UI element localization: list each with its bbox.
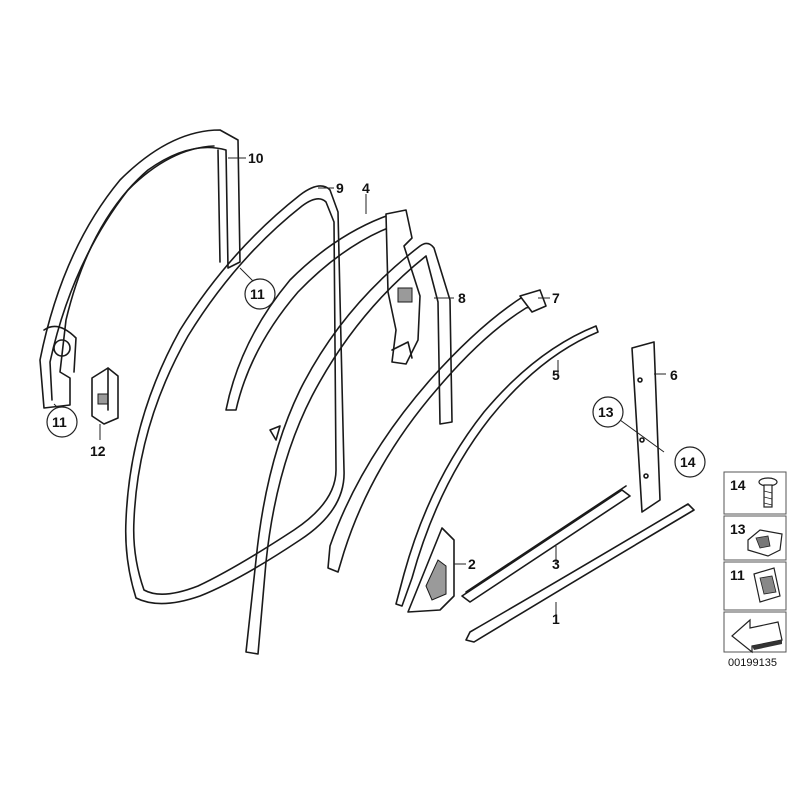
callout-2: 2 bbox=[468, 556, 476, 572]
legend-label-13: 13 bbox=[730, 521, 746, 537]
callout-11-circle-a bbox=[244, 278, 276, 310]
callout-10: 10 bbox=[248, 150, 264, 166]
part-12-bracket bbox=[91, 367, 119, 425]
callout-11-b: 11 bbox=[52, 414, 67, 430]
callout-5: 5 bbox=[552, 367, 560, 383]
callouts: 10 9 4 8 7 5 6 2 3 1 12 11 11 13 14 bbox=[46, 150, 706, 627]
part-10-door-frame-seal bbox=[39, 129, 241, 409]
callout-3: 3 bbox=[552, 556, 560, 572]
part-1-weather-strip bbox=[465, 503, 695, 643]
callout-11-a: 11 bbox=[250, 286, 265, 302]
screw-icon bbox=[758, 477, 778, 508]
legend-label-14: 14 bbox=[730, 477, 746, 493]
callout-7: 7 bbox=[552, 290, 560, 306]
part-6-b-pillar-trim bbox=[631, 341, 661, 513]
callout-6: 6 bbox=[670, 367, 678, 383]
legend-label-11: 11 bbox=[730, 567, 745, 583]
clip-nut-icon bbox=[747, 529, 783, 557]
callout-8: 8 bbox=[458, 290, 466, 306]
part-7-glass-run bbox=[327, 289, 547, 573]
direction-arrow-icon bbox=[731, 618, 783, 654]
part-9-door-seal bbox=[124, 185, 345, 605]
callout-4: 4 bbox=[362, 180, 370, 196]
callout-13-circle bbox=[592, 396, 624, 428]
retaining-clip-icon bbox=[753, 567, 781, 603]
part-4-frame-trim bbox=[225, 209, 421, 411]
fastener-legend: 14 13 11 00199135 bbox=[723, 471, 787, 669]
callout-12: 12 bbox=[90, 443, 106, 459]
callout-1: 1 bbox=[552, 611, 560, 627]
callout-9: 9 bbox=[336, 180, 344, 196]
callout-14: 14 bbox=[680, 454, 696, 470]
legend-cell-14 bbox=[723, 471, 787, 515]
callout-13: 13 bbox=[598, 404, 614, 420]
callout-14-circle bbox=[674, 446, 706, 478]
document-number: 00199135 bbox=[728, 657, 777, 669]
part-8-window-channel bbox=[245, 242, 453, 655]
leader-lines bbox=[53, 157, 666, 620]
callout-11-circle-b bbox=[46, 406, 78, 438]
part-2-mirror-triangle bbox=[407, 527, 455, 613]
part-5-belt-strip bbox=[395, 325, 599, 607]
part-3-inner-belt bbox=[461, 485, 631, 603]
